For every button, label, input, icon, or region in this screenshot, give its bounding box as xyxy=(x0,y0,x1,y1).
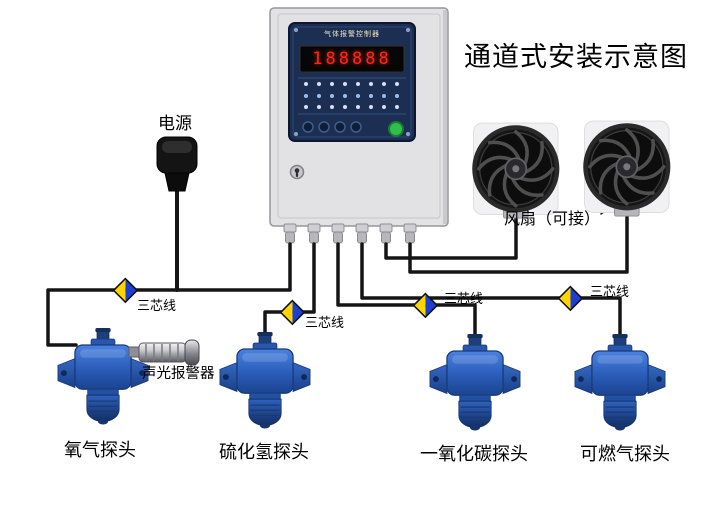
page-title: 通道式安装示意图 xyxy=(464,42,688,72)
green-power-button xyxy=(388,121,404,137)
detector-h2s xyxy=(219,331,311,430)
wire-connector-diamond-4 xyxy=(557,285,583,311)
detector-label-combustible: 可燃气探头 xyxy=(580,444,670,464)
fan-2 xyxy=(585,121,669,216)
cable-glands xyxy=(283,223,417,244)
lock-keyhole xyxy=(289,164,305,180)
controller-front-panel xyxy=(288,22,416,142)
wire-detector-4 xyxy=(360,242,622,338)
wire-label-3: 三芯线 xyxy=(444,291,484,306)
detector-label-oxygen: 氧气探头 xyxy=(64,440,136,460)
controller-nameplate: 气体报警控制器 xyxy=(324,31,380,38)
wire-fan-2 xyxy=(408,206,629,274)
wire-label-4: 三芯线 xyxy=(590,284,630,299)
wire-detector-1 xyxy=(46,242,292,347)
wire-connector-diamond-2 xyxy=(279,299,305,325)
wiring xyxy=(46,186,629,347)
power-plug xyxy=(156,136,198,192)
panel-buttons xyxy=(302,121,404,137)
detector-label-h2s: 硫化氢探头 xyxy=(219,442,309,462)
alarm-label: 声光报警器 xyxy=(142,366,215,382)
wire-detector-3 xyxy=(336,242,477,338)
power-label: 电源 xyxy=(158,114,192,133)
detector-combustible xyxy=(574,333,666,432)
detector-oxygen xyxy=(57,327,149,426)
detector-label-co: 一氧化碳探头 xyxy=(420,444,528,464)
sound-light-alarm xyxy=(128,339,200,366)
indicator-grid xyxy=(298,77,406,115)
wire-connector-diamond-1 xyxy=(112,277,138,303)
led-display xyxy=(299,45,405,73)
fan-label: 风扇（可接） xyxy=(504,211,601,228)
led-display-text: 188888 xyxy=(312,49,392,69)
wire-fan-1 xyxy=(384,208,518,260)
wire-label-1: 三芯线 xyxy=(137,298,177,313)
fan-1 xyxy=(474,123,558,218)
detector-co xyxy=(429,333,521,432)
wire-label-2: 三芯线 xyxy=(305,315,345,330)
